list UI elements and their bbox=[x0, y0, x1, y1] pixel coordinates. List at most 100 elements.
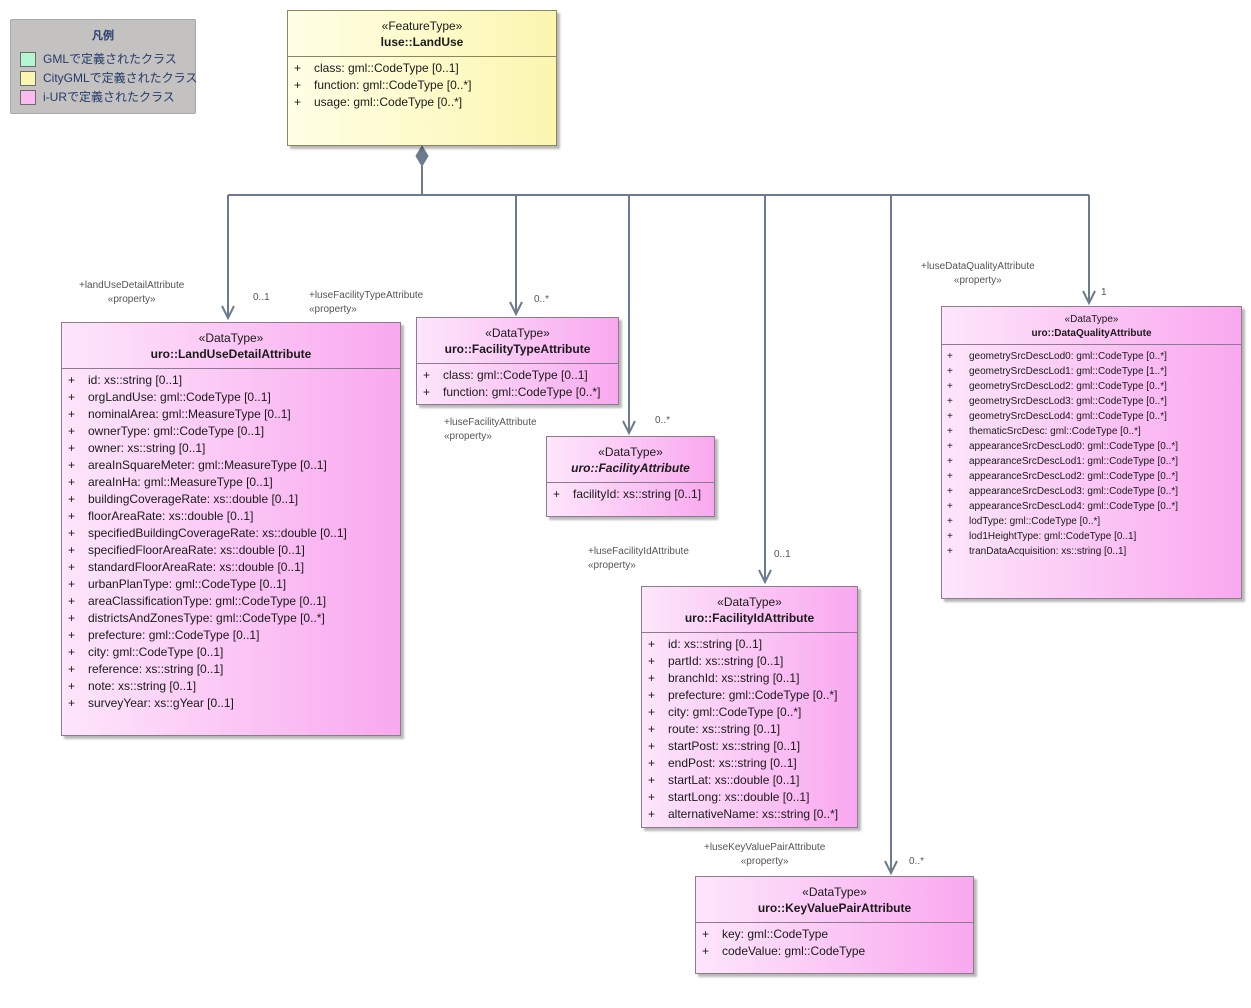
attribute-text: owner: xs::string [0..1] bbox=[88, 441, 206, 455]
visibility-marker: + bbox=[702, 927, 710, 941]
attribute-row: +note: xs::string [0..1] bbox=[62, 679, 400, 696]
visibility-marker: + bbox=[947, 456, 953, 467]
class-facilityattribute[interactable]: «DataType» uro::FacilityAttribute + facil… bbox=[546, 436, 715, 517]
visibility-marker: + bbox=[68, 594, 76, 608]
attribute-row: +route: xs::string [0..1] bbox=[642, 722, 857, 739]
class-landuse[interactable]: «FeatureType» luse::LandUse +class: gml:… bbox=[287, 10, 557, 146]
class-name: uro::KeyValuePairAttribute bbox=[757, 901, 912, 915]
attribute-text: usage: gml::CodeType [0..*] bbox=[314, 95, 463, 109]
attribute-text: thematicSrcDesc: gml::CodeType [0..*] bbox=[969, 426, 1141, 437]
attribute-text: facilityId: xs::string [0..1] bbox=[573, 487, 702, 501]
attribute-row: +appearanceSrcDescLod4: gml::CodeType [0… bbox=[942, 501, 1241, 516]
attribute-text: specifiedBuildingCoverageRate: xs::doubl… bbox=[88, 526, 347, 540]
visibility-marker: + bbox=[648, 654, 656, 668]
attribute-row: +id: xs::string [0..1] bbox=[62, 373, 400, 390]
class-header: «DataType» uro::DataQualityAttribute bbox=[942, 307, 1241, 345]
class-header: «DataType» uro::LandUseDetailAttribute bbox=[62, 323, 400, 369]
class-stereotype: «DataType» bbox=[802, 885, 867, 899]
visibility-marker: + bbox=[947, 396, 953, 407]
attribute-row: + key: gml::CodeType bbox=[696, 927, 973, 944]
visibility-marker: + bbox=[68, 407, 76, 421]
visibility-marker: + bbox=[68, 628, 76, 642]
attribute-row: +geometrySrcDescLod3: gml::CodeType [0..… bbox=[942, 396, 1241, 411]
attribute-text: key: gml::CodeType bbox=[722, 927, 829, 941]
legend-title: 凡例 bbox=[92, 30, 114, 42]
legend-swatch-iur bbox=[20, 90, 36, 105]
attribute-text: areaInSquareMeter: gml::MeasureType [0..… bbox=[88, 458, 327, 472]
class-header: «FeatureType» luse::LandUse bbox=[288, 11, 556, 57]
attribute-row: +class: gml::CodeType [0..1] bbox=[417, 368, 618, 385]
attribute-text: standardFloorAreaRate: xs::double [0..1] bbox=[88, 560, 305, 574]
attribute-row: +appearanceSrcDescLod2: gml::CodeType [0… bbox=[942, 471, 1241, 486]
attribute-text: prefecture: gml::CodeType [0..1] bbox=[88, 628, 260, 642]
visibility-marker: + bbox=[648, 688, 656, 702]
attribute-text: startLat: xs::double [0..1] bbox=[668, 773, 800, 787]
visibility-marker: + bbox=[68, 543, 76, 557]
attribute-text: endPost: xs::string [0..1] bbox=[668, 756, 797, 770]
attribute-text: note: xs::string [0..1] bbox=[88, 679, 197, 693]
class-name: uro::FacilityAttribute bbox=[571, 461, 690, 475]
legend-label-iur: i-URで定義されたクラス bbox=[43, 90, 175, 104]
attribute-text: city: gml::CodeType [0..1] bbox=[88, 645, 224, 659]
attribute-row: +owner: xs::string [0..1] bbox=[62, 441, 400, 458]
class-stereotype: «DataType» bbox=[598, 445, 663, 459]
attribute-text: areaInHa: gml::MeasureType [0..1] bbox=[88, 475, 273, 489]
attribute-row: +appearanceSrcDescLod3: gml::CodeType [0… bbox=[942, 486, 1241, 501]
composition-diamond-icon bbox=[415, 145, 429, 167]
class-keyvaluepairattribute[interactable]: «DataType» uro::KeyValuePairAttribute + k… bbox=[695, 876, 974, 974]
visibility-marker: + bbox=[648, 756, 656, 770]
visibility-marker: + bbox=[947, 411, 953, 422]
attribute-row: +appearanceSrcDescLod1: gml::CodeType [0… bbox=[942, 456, 1241, 471]
visibility-marker: + bbox=[947, 351, 953, 362]
role-label-facilityid: +luseFacilityIdAttribute «property» bbox=[588, 546, 689, 571]
visibility-marker: + bbox=[648, 705, 656, 719]
attribute-text: tranDataAcquisition: xs::string [0..1] bbox=[969, 546, 1127, 557]
visibility-marker: + bbox=[294, 61, 302, 75]
attribute-text: surveyYear: xs::gYear [0..1] bbox=[88, 696, 234, 710]
attribute-text: geometrySrcDescLod2: gml::CodeType [0..*… bbox=[969, 381, 1167, 392]
multiplicity-keyvalue: 0..* bbox=[909, 856, 925, 867]
attribute-text: geometrySrcDescLod4: gml::CodeType [0..*… bbox=[969, 411, 1167, 422]
attribute-row: +city: gml::CodeType [0..1] bbox=[62, 645, 400, 662]
class-dataqualityattribute[interactable]: «DataType» uro::DataQualityAttribute +ge… bbox=[941, 306, 1242, 599]
attribute-row: +function: gml::CodeType [0..*] bbox=[417, 385, 618, 402]
class-facilitytypeattribute[interactable]: «DataType» uro::FacilityTypeAttribute +c… bbox=[416, 317, 619, 405]
visibility-marker: + bbox=[294, 95, 302, 109]
attribute-row: + prefecture: gml::CodeType [0..1] bbox=[62, 628, 400, 645]
attribute-row: +geometrySrcDescLod1: gml::CodeType [1..… bbox=[942, 366, 1241, 381]
class-header: «DataType» uro::FacilityTypeAttribute bbox=[417, 318, 618, 364]
attribute-text: startLong: xs::double [0..1] bbox=[668, 790, 810, 804]
attribute-row: +startLong: xs::double [0..1] bbox=[642, 790, 857, 807]
attribute-row: +buildingCoverageRate: xs::double [0..1] bbox=[62, 492, 400, 509]
attribute-row: +startPost: xs::string [0..1] bbox=[642, 739, 857, 756]
role-label-facility: +luseFacilityAttribute «property» bbox=[444, 417, 537, 442]
visibility-marker: + bbox=[68, 390, 76, 404]
visibility-marker: + bbox=[68, 492, 76, 506]
attribute-text: reference: xs::string [0..1] bbox=[88, 662, 224, 676]
visibility-marker: + bbox=[553, 487, 561, 501]
attribute-text: appearanceSrcDescLod2: gml::CodeType [0.… bbox=[969, 471, 1179, 482]
visibility-marker: + bbox=[423, 385, 431, 399]
visibility-marker: + bbox=[68, 526, 76, 540]
multiplicity-facilityid: 0..1 bbox=[774, 549, 791, 560]
visibility-marker: + bbox=[648, 807, 656, 821]
attribute-row: +districtsAndZonesType: gml::CodeType [0… bbox=[62, 611, 400, 628]
attribute-row: +thematicSrcDesc: gml::CodeType [0..*] bbox=[942, 426, 1241, 441]
attribute-row: +areaClassificationType: gml::CodeType [… bbox=[62, 594, 400, 611]
visibility-marker: + bbox=[68, 509, 76, 523]
attribute-text: function: gml::CodeType [0..*] bbox=[314, 78, 472, 92]
visibility-marker: + bbox=[947, 366, 953, 377]
visibility-marker: + bbox=[947, 501, 953, 512]
visibility-marker: + bbox=[947, 486, 953, 497]
attribute-text: id: xs::string [0..1] bbox=[668, 637, 763, 651]
multiplicity-facilitytype: 0..* bbox=[534, 294, 550, 305]
class-landusedetailattribute[interactable]: «DataType» uro::LandUseDetailAttribute +… bbox=[61, 322, 401, 736]
class-facilityidattribute[interactable]: «DataType» uro::FacilityIdAttribute +id:… bbox=[641, 586, 858, 828]
attribute-row: +standardFloorAreaRate: xs::double [0..1… bbox=[62, 560, 400, 577]
attribute-row: +branchId: xs::string [0..1] bbox=[642, 671, 857, 688]
visibility-marker: + bbox=[702, 944, 710, 958]
attribute-row: +prefecture: gml::CodeType [0..*] bbox=[642, 688, 857, 705]
attribute-row: + usage: gml::CodeType [0..*] bbox=[288, 95, 556, 112]
attribute-row: + endPost: xs::string [0..1] bbox=[642, 756, 857, 773]
